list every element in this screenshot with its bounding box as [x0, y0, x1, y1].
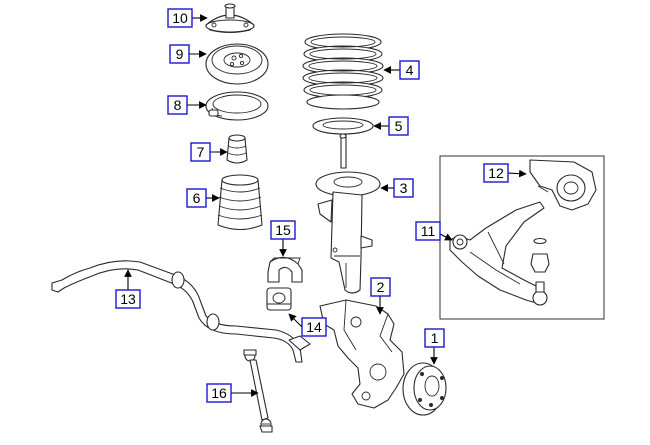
callout-4: 4 [399, 60, 420, 80]
callout-15: 15 [270, 220, 296, 240]
dust-boot-drawing [217, 174, 263, 231]
callout-5-label: 5 [395, 118, 403, 134]
callout-8-label: 8 [174, 97, 182, 113]
strut-mount-drawing [205, 3, 255, 34]
callout-12-label: 12 [488, 165, 504, 181]
callout-16-label: 16 [211, 385, 227, 401]
callout-2: 2 [370, 277, 391, 297]
bushing-bracket-drawing [267, 256, 303, 283]
callout-13: 13 [115, 289, 141, 309]
spring-insulator-drawing [205, 91, 269, 121]
steering-knuckle-drawing [319, 299, 405, 409]
callout-6: 6 [186, 188, 207, 208]
callout-7-label: 7 [197, 144, 205, 160]
stabilizer-bushing-drawing [266, 287, 292, 311]
leader-12 [506, 169, 527, 178]
upper-spring-seat-drawing [205, 43, 269, 85]
callout-10-label: 10 [172, 10, 188, 26]
bump-stop-drawing [226, 134, 248, 164]
callout-9-label: 9 [176, 46, 184, 62]
callout-16: 16 [206, 383, 232, 403]
callout-10: 10 [167, 8, 193, 28]
leader-lines [124, 14, 527, 397]
callout-1-label: 1 [431, 330, 439, 346]
control-arm-bushing-drawing [529, 159, 597, 211]
callout-12: 12 [483, 163, 509, 183]
callout-14: 14 [301, 317, 327, 337]
callout-1: 1 [424, 328, 445, 348]
callout-3-label: 3 [400, 180, 408, 196]
callout-11-label: 11 [421, 223, 436, 239]
leader-14 [288, 313, 303, 328]
wheel-hub-drawing [402, 362, 447, 416]
strut-drawing [315, 133, 381, 294]
lower-control-arm-drawing [449, 201, 550, 306]
stabilizer-link-drawing [243, 349, 273, 433]
callout-14-label: 14 [306, 319, 322, 335]
callout-2-label: 2 [377, 279, 385, 295]
callout-9: 9 [169, 44, 190, 64]
callout-5: 5 [388, 116, 409, 136]
callout-11: 11 [415, 221, 441, 241]
stabilizer-bar-drawing [51, 260, 311, 363]
callout-7: 7 [190, 142, 211, 162]
callout-8: 8 [167, 95, 188, 115]
callout-15-label: 15 [275, 222, 291, 238]
callout-4-label: 4 [406, 62, 414, 78]
lower-insulator-drawing [312, 117, 374, 135]
callout-6-label: 6 [193, 190, 201, 206]
callout-13-label: 13 [120, 291, 136, 307]
callout-3: 3 [393, 178, 414, 198]
coil-spring-drawing [302, 33, 384, 110]
